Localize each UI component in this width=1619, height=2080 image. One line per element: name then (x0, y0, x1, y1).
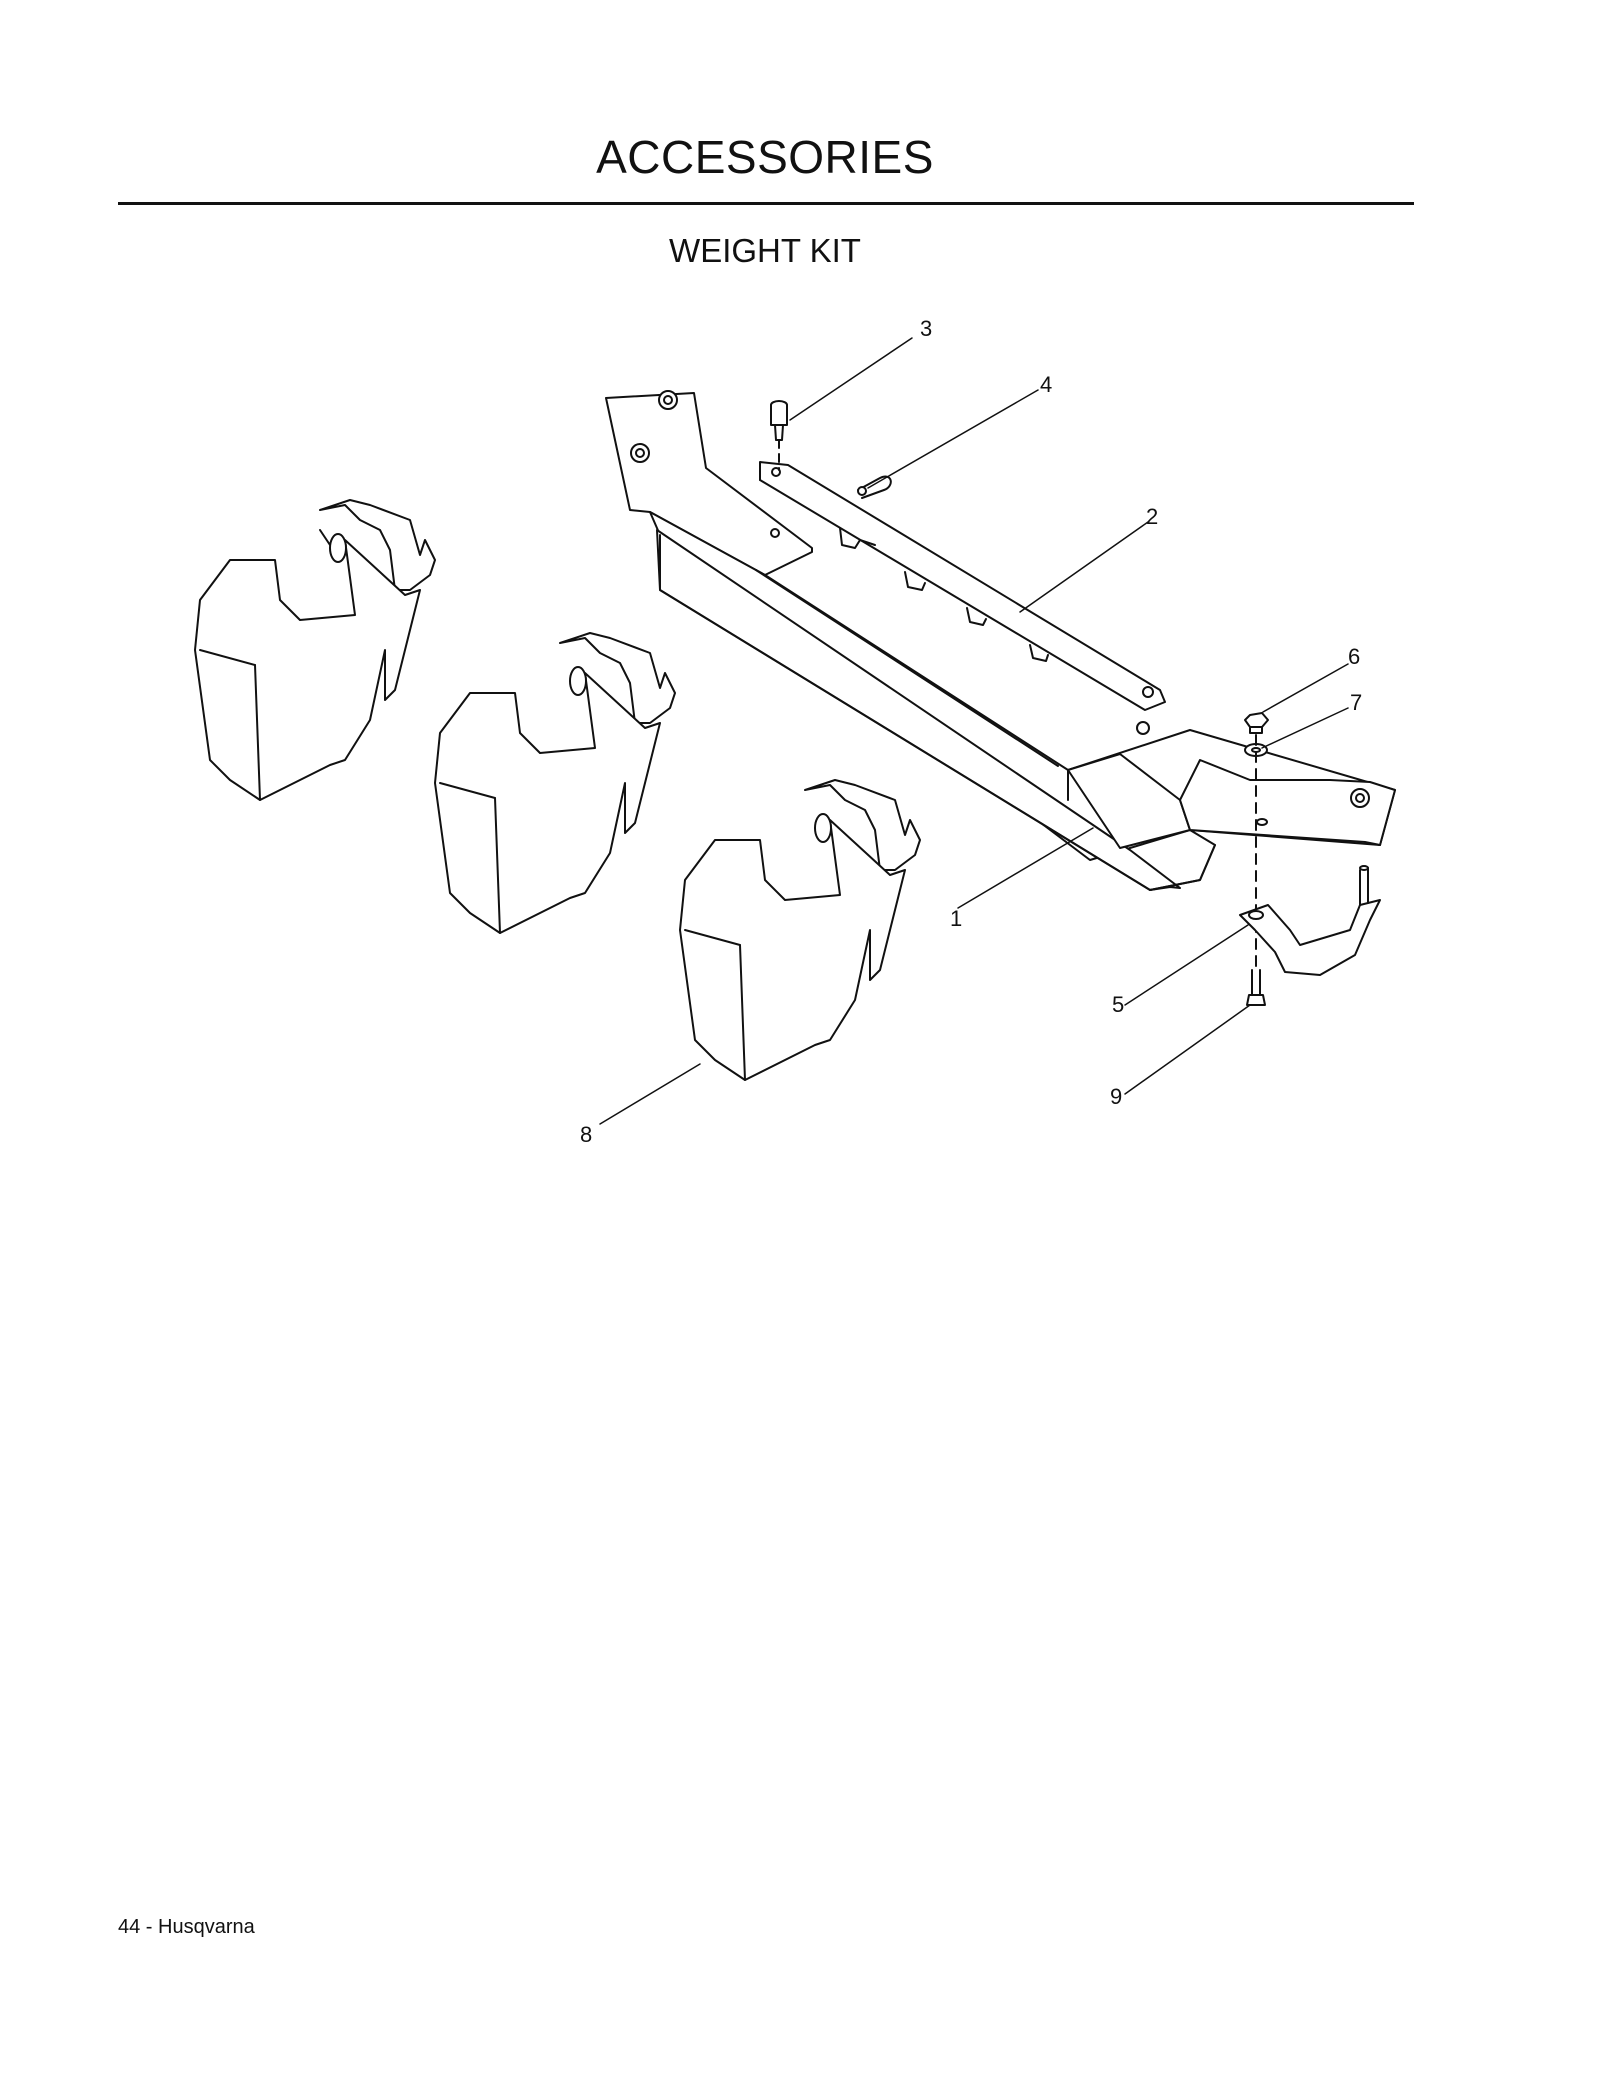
pin-part (770, 400, 788, 471)
callout-5: 5 (1112, 992, 1124, 1017)
section-title: WEIGHT KIT (669, 232, 861, 269)
page-title: ACCESSORIES (596, 131, 934, 183)
callout-4: 4 (1040, 372, 1052, 397)
hairpin-clip-part (857, 475, 892, 499)
title-divider (118, 202, 1414, 205)
hitch-bracket-part (1239, 865, 1381, 976)
callout-3: 3 (920, 316, 932, 341)
bolt-part (1246, 969, 1266, 1006)
suitcase-weight-part (679, 779, 921, 1081)
weight-bracket-part (605, 390, 1396, 891)
callout-6: 6 (1348, 644, 1360, 669)
leader-lines (599, 337, 1349, 1125)
callout-7: 7 (1350, 690, 1362, 715)
nut-part (1244, 712, 1269, 734)
notched-bar-part (759, 461, 1166, 711)
callout-8: 8 (580, 1122, 592, 1147)
callout-1: 1 (950, 906, 962, 931)
page-footer: 44 - Husqvarna (118, 1916, 255, 1938)
suitcase-weight-part (194, 499, 436, 801)
suitcase-weight-part (434, 632, 676, 934)
callout-9: 9 (1110, 1084, 1122, 1109)
callout-2: 2 (1146, 504, 1158, 529)
